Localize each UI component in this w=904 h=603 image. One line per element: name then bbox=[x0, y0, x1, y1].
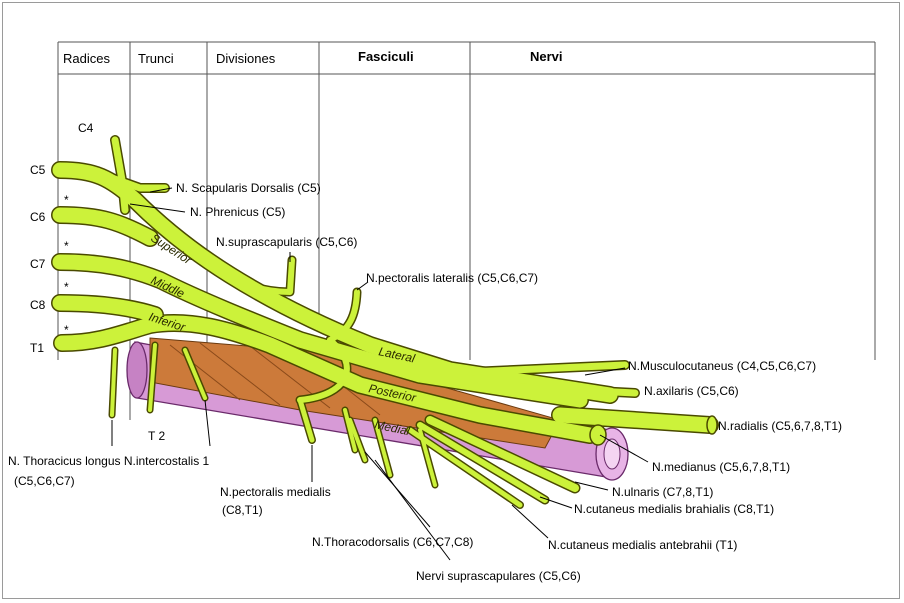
root-c8: C8 bbox=[30, 298, 46, 312]
label-nervi-suprascapulares: Nervi suprascapulares (C5,C6) bbox=[416, 569, 581, 583]
label-thoracodorsalis: N.Thoracodorsalis (C6,C7,C8) bbox=[312, 535, 473, 549]
header-fasciculi: Fasciculi bbox=[358, 49, 414, 64]
root-t1: T1 bbox=[30, 341, 44, 355]
asterisk-1: * bbox=[64, 193, 69, 207]
label-pectoralis-lateralis: N.pectoralis lateralis (C5,C6,C7) bbox=[366, 271, 538, 285]
root-c6: C6 bbox=[30, 210, 46, 224]
label-thoracicus-longus: N. Thoracicus longus N.intercostalis 1 bbox=[8, 454, 210, 468]
asterisk-3: * bbox=[64, 280, 69, 294]
root-c4: C4 bbox=[78, 121, 94, 135]
label-axilaris: N.axilaris (C5,C6) bbox=[644, 384, 739, 398]
label-pectoralis-medialis: N.pectoralis medialis bbox=[220, 485, 331, 499]
label-ulnaris: N.ulnaris (C7,8,T1) bbox=[612, 485, 713, 499]
label-cutaneus-medialis-antebrahii: N.cutaneus medialis antebrahii (T1) bbox=[548, 538, 737, 552]
asterisk-2: * bbox=[64, 239, 69, 253]
label-phrenicus: N. Phrenicus (C5) bbox=[190, 205, 285, 219]
label-thoracicus-longus-roots: (C5,C6,C7) bbox=[14, 474, 75, 488]
label-suprascapularis: N.suprascapularis (C5,C6) bbox=[216, 235, 357, 249]
header-radices: Radices bbox=[63, 51, 110, 66]
header-divisiones: Divisiones bbox=[216, 51, 276, 66]
label-radialis: N.radialis (C5,6,7,8,T1) bbox=[718, 419, 842, 433]
header-nervi: Nervi bbox=[530, 49, 563, 64]
root-c5: C5 bbox=[30, 163, 46, 177]
asterisk-4: * bbox=[64, 323, 69, 337]
label-scapularis-dorsalis: N. Scapularis Dorsalis (C5) bbox=[176, 181, 321, 195]
root-c7: C7 bbox=[30, 257, 46, 271]
label-musculocutaneus: N.Musculocutaneus (C4,C5,C6,C7) bbox=[628, 359, 816, 373]
label-medianus: N.medianus (C5,6,7,8,T1) bbox=[652, 460, 790, 474]
root-t2: T 2 bbox=[148, 429, 165, 443]
label-cutaneus-medialis-brahialis: N.cutaneus medialis brahialis (C8,T1) bbox=[574, 502, 774, 516]
label-pectoralis-medialis-roots: (C8,T1) bbox=[222, 503, 263, 517]
header-trunci: Trunci bbox=[138, 51, 174, 66]
